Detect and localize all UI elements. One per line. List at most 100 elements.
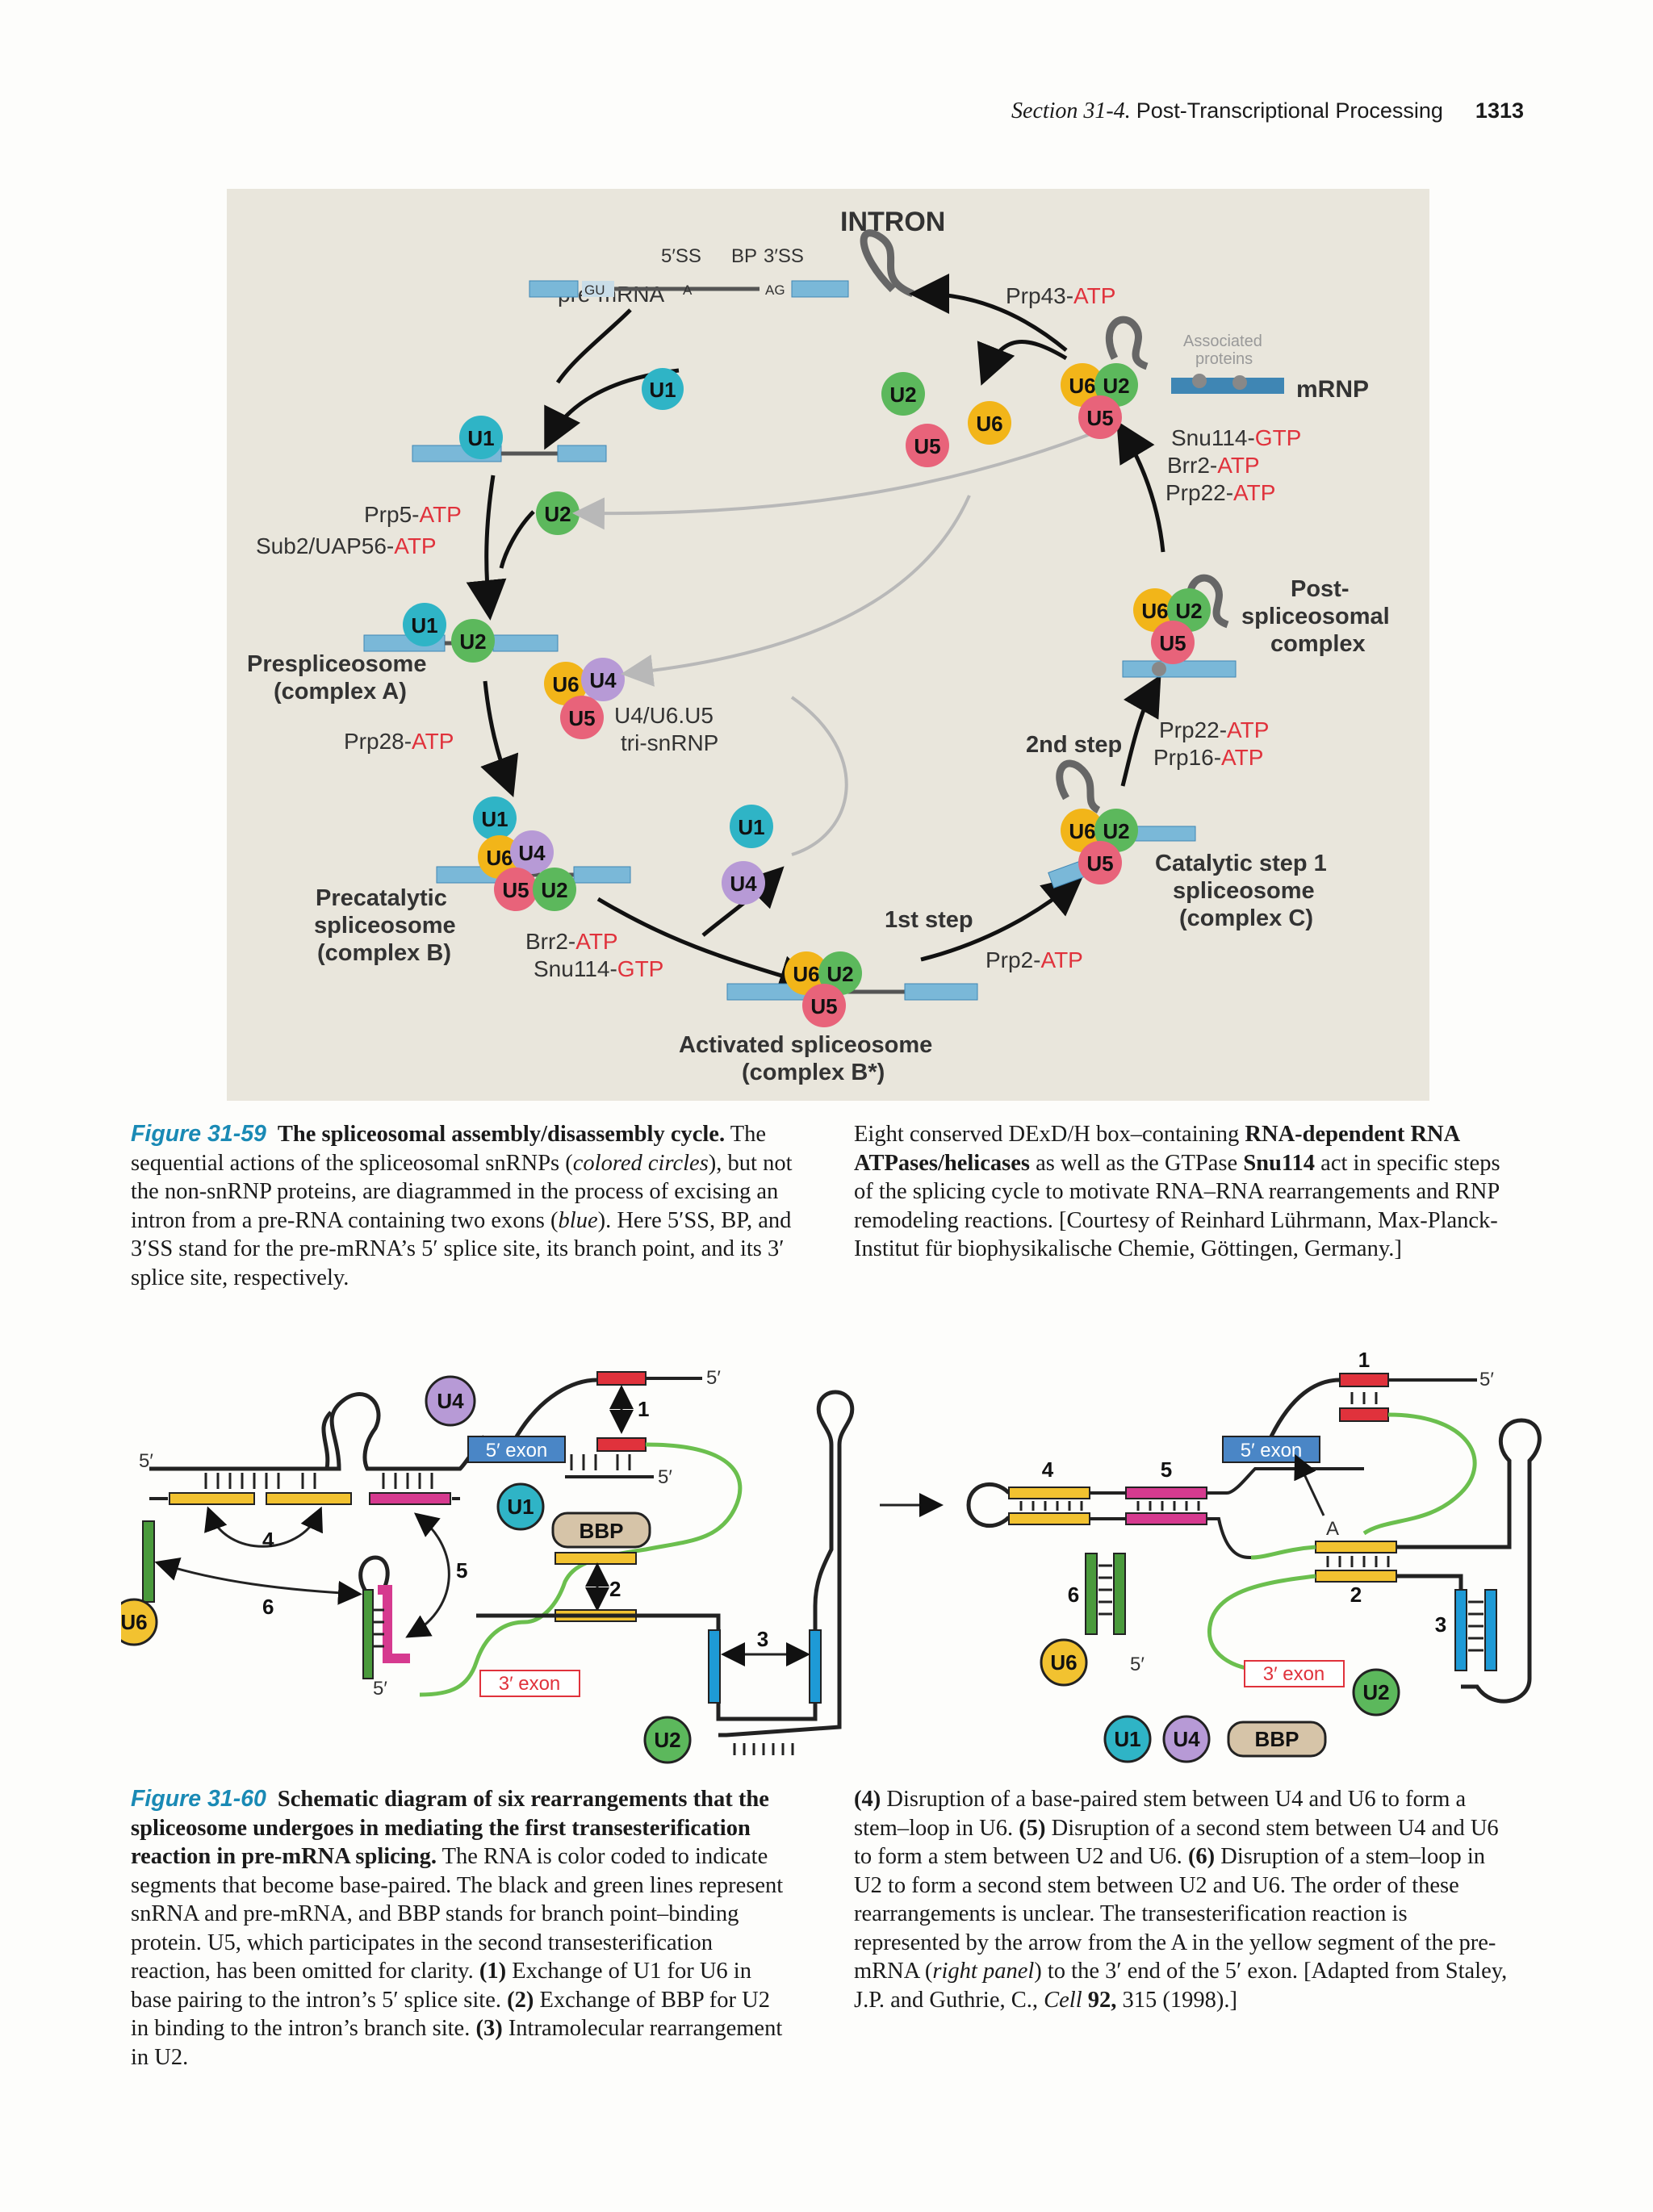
svg-text:Prp22-ATP: Prp22-ATP bbox=[1165, 480, 1275, 505]
svg-text:U1: U1 bbox=[481, 807, 508, 831]
svg-text:A: A bbox=[1326, 1518, 1339, 1540]
svg-text:U1: U1 bbox=[1114, 1727, 1140, 1751]
svg-text:1: 1 bbox=[638, 1397, 649, 1421]
svg-text:U2: U2 bbox=[1103, 374, 1129, 398]
svg-text:1st step: 1st step bbox=[885, 907, 973, 933]
svg-text:3′ exon: 3′ exon bbox=[1263, 1663, 1325, 1685]
svg-text:U1: U1 bbox=[507, 1495, 534, 1519]
svg-text:U6: U6 bbox=[793, 962, 819, 986]
tri-snrnp-label-1: U4/U6.U5 bbox=[614, 703, 714, 728]
svg-text:5′: 5′ bbox=[139, 1450, 153, 1472]
svg-text:U6: U6 bbox=[552, 672, 579, 696]
svg-text:spliceosomal: spliceosomal bbox=[1241, 604, 1390, 629]
svg-text:U5: U5 bbox=[1159, 631, 1186, 655]
mrnp-label: mRNP bbox=[1296, 376, 1369, 403]
svg-text:U2: U2 bbox=[1175, 599, 1202, 623]
tri-snrnp-label-2: tri-snRNP bbox=[621, 730, 718, 755]
svg-text:U1: U1 bbox=[738, 815, 764, 839]
svg-text:Snu114-GTP: Snu114-GTP bbox=[534, 956, 663, 981]
gu-box bbox=[582, 281, 614, 297]
u1-snrnp-bound bbox=[459, 416, 503, 459]
svg-text:U1: U1 bbox=[649, 378, 676, 402]
svg-text:Sub2/UAP56-ATP: Sub2/UAP56-ATP bbox=[256, 533, 437, 558]
svg-text:Prp28-ATP: Prp28-ATP bbox=[344, 729, 454, 754]
svg-text:U6: U6 bbox=[1050, 1650, 1077, 1675]
svg-text:4: 4 bbox=[1042, 1457, 1054, 1482]
svg-text:U2: U2 bbox=[459, 629, 486, 654]
svg-text:spliceosome: spliceosome bbox=[314, 913, 456, 939]
svg-text:1: 1 bbox=[1358, 1348, 1370, 1372]
svg-text:5′: 5′ bbox=[706, 1367, 721, 1389]
five-exon-box bbox=[467, 1436, 566, 1463]
u2-snrnp-free bbox=[536, 491, 580, 535]
svg-text:U6: U6 bbox=[121, 1610, 148, 1634]
svg-text:5′: 5′ bbox=[373, 1678, 387, 1700]
svg-text:3: 3 bbox=[757, 1627, 768, 1651]
spliceosome-cycle-diagram: INTRON pre-mRNA 5′SS BP 3′SS GU A AG U1 … bbox=[247, 207, 1390, 1085]
svg-text:proteins: proteins bbox=[1195, 350, 1253, 368]
svg-text:U4: U4 bbox=[437, 1389, 464, 1413]
svg-text:5′: 5′ bbox=[1479, 1369, 1494, 1390]
svg-text:(complex B*): (complex B*) bbox=[742, 1060, 885, 1085]
u2-recycle-arrow bbox=[572, 429, 1099, 530]
svg-text:U4: U4 bbox=[589, 668, 617, 692]
figure-31-59-title: The spliceosomal assembly/disassembly cy… bbox=[277, 1122, 726, 1147]
svg-text:2nd step: 2nd step bbox=[1026, 732, 1122, 758]
svg-text:U4: U4 bbox=[518, 841, 546, 865]
svg-text:U5: U5 bbox=[810, 994, 837, 1018]
tri-snrnp-recycle-arrow bbox=[621, 495, 971, 687]
section-title: Post-Transcriptional Processing bbox=[1136, 98, 1443, 123]
svg-text:Brr2-ATP: Brr2-ATP bbox=[1167, 453, 1260, 478]
complex-a-label-2: (complex A) bbox=[274, 679, 407, 705]
a-label: A bbox=[683, 282, 693, 298]
svg-text:spliceosome: spliceosome bbox=[1173, 878, 1315, 904]
svg-text:Precatalytic: Precatalytic bbox=[316, 885, 447, 911]
svg-text:BBP: BBP bbox=[1255, 1727, 1299, 1751]
page-header: Section 31-4. Post-Transcriptional Proce… bbox=[1011, 98, 1524, 124]
svg-text:U5: U5 bbox=[502, 878, 529, 902]
intron-label: INTRON bbox=[840, 207, 945, 237]
svg-text:Brr2-ATP: Brr2-ATP bbox=[525, 929, 618, 954]
three-ss-label: 3′SS bbox=[764, 245, 804, 267]
svg-text:U6: U6 bbox=[1069, 374, 1095, 398]
svg-text:Prp5-ATP: Prp5-ATP bbox=[364, 502, 462, 527]
bp-label: BP bbox=[731, 245, 757, 267]
svg-text:5′: 5′ bbox=[1130, 1654, 1145, 1675]
svg-text:U2: U2 bbox=[544, 502, 571, 526]
svg-text:2: 2 bbox=[609, 1577, 621, 1601]
excised-intron-lariat bbox=[860, 229, 914, 298]
svg-text:complex: complex bbox=[1270, 631, 1366, 657]
svg-text:Post-: Post- bbox=[1291, 576, 1350, 602]
svg-text:5′ exon: 5′ exon bbox=[486, 1440, 548, 1461]
five-ss-label: 5′SS bbox=[661, 245, 701, 267]
svg-text:U2: U2 bbox=[1362, 1680, 1389, 1704]
svg-text:U2: U2 bbox=[654, 1728, 680, 1752]
svg-text:Snu114-GTP: Snu114-GTP bbox=[1171, 425, 1301, 450]
svg-text:Prp16-ATP: Prp16-ATP bbox=[1153, 745, 1263, 770]
figure-31-59: INTRON pre-mRNA 5′SS BP 3′SS GU A AG U1 … bbox=[227, 189, 1429, 1101]
svg-text:U2: U2 bbox=[826, 962, 853, 986]
svg-text:U5: U5 bbox=[1086, 851, 1113, 876]
svg-text:U1: U1 bbox=[411, 613, 437, 638]
svg-text:U6: U6 bbox=[486, 846, 513, 870]
svg-text:Prp43-ATP: Prp43-ATP bbox=[1006, 283, 1115, 308]
figure-31-60-caption-right: (4) Disruption of a base-paired stem bet… bbox=[854, 1787, 1508, 2013]
svg-text:Activated spliceosome: Activated spliceosome bbox=[679, 1032, 932, 1058]
page-number: 1313 bbox=[1475, 98, 1524, 123]
ag-label: AG bbox=[765, 282, 785, 298]
svg-text:U6: U6 bbox=[1141, 599, 1168, 623]
figure-31-60-label: Figure 31-60 bbox=[131, 1786, 266, 1812]
svg-text:U4: U4 bbox=[1173, 1727, 1200, 1751]
svg-text:2: 2 bbox=[1350, 1583, 1362, 1607]
svg-text:3: 3 bbox=[1435, 1612, 1446, 1637]
six-rearrangements-diagram: 5′ U4 5′ exon 5′ 1 5′ U1 BBP 2 3 U2 5′ 3… bbox=[121, 1348, 1542, 1764]
figure-31-60: 5′ U4 5′ exon 5′ 1 5′ U1 BBP 2 3 U2 5′ 3… bbox=[121, 1348, 1542, 1783]
svg-text:U4: U4 bbox=[730, 872, 757, 896]
svg-text:U6: U6 bbox=[1069, 819, 1095, 843]
svg-text:Prp2-ATP: Prp2-ATP bbox=[986, 947, 1083, 972]
svg-text:(complex B): (complex B) bbox=[317, 940, 451, 966]
section-number: Section 31-4. bbox=[1011, 98, 1131, 123]
svg-text:U2: U2 bbox=[1103, 819, 1129, 843]
u4-circle bbox=[425, 1375, 476, 1427]
